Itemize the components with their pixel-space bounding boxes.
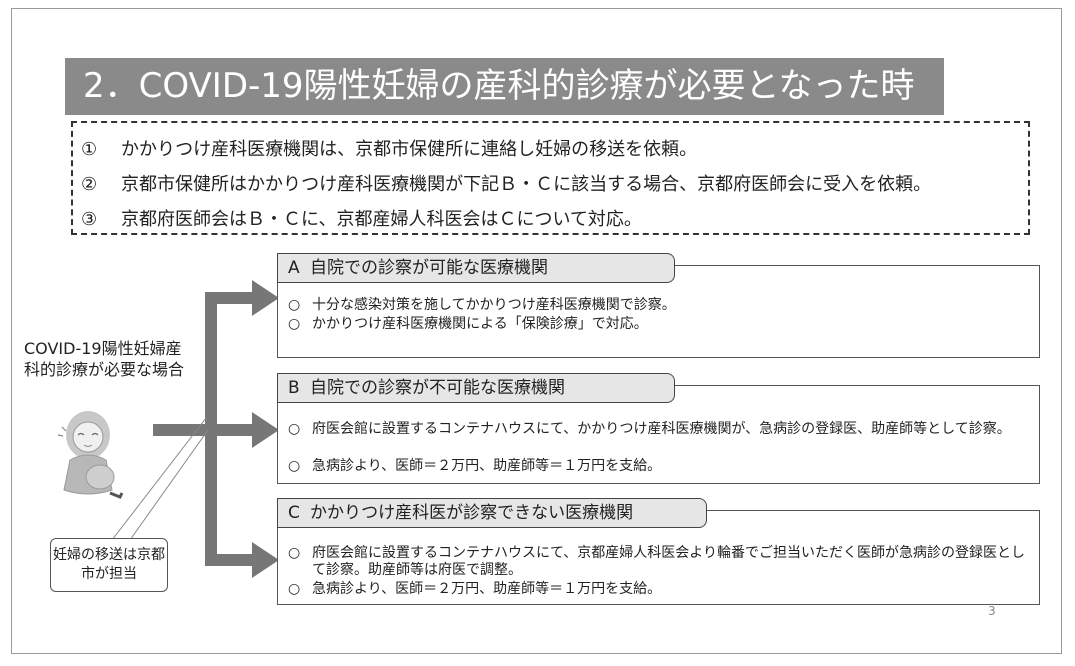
section-letter: B — [288, 378, 300, 398]
notes-box: ① かかりつけ産科医療機関は、京都市保健所に連絡し妊婦の移送を依頼。 ② 京都市保健… — [71, 121, 1030, 235]
item-text: 急病診より、医師＝２万円、助産師等＝１万円を支給。 — [312, 581, 662, 597]
list-item: ○ 急病診より、医師＝２万円、助産師等＝１万円を支給。 — [288, 458, 1033, 475]
list-item: ○ 府医会館に設置するコンテナハウスにて、京都産婦人科医会より輪番でご担当いただく… — [288, 545, 1033, 579]
list-item: ○ 急病診より、医師＝２万円、助産師等＝１万円を支給。 — [288, 581, 1033, 598]
bullet: ○ — [288, 581, 301, 597]
note-text: 京都市保健所はかかりつけ産科医療機関が下記Ｂ・Ｃに該当する場合、京都府医師会に受… — [121, 174, 932, 195]
bullet: ○ — [288, 297, 301, 313]
note-number: ③ — [81, 209, 98, 230]
note-text: かかりつけ産科医療機関は、京都市保健所に連絡し妊婦の移送を依頼。 — [121, 139, 698, 160]
item-text: かかりつけ産科医療機関による「保険診療」で対応。 — [312, 316, 648, 332]
item-text: 府医会館に設置するコンテナハウスにて、かかりつけ産科医療機関が、急病診の登録医、… — [312, 421, 1011, 437]
section-letter: C — [288, 503, 300, 523]
item-text: 急病診より、医師＝２万円、助産師等＝１万円を支給。 — [312, 458, 662, 474]
note-text: 京都府医師会はＢ・Ｃに、京都産婦人科医会はＣについて対応。 — [121, 209, 642, 230]
note-1: ① かかりつけ産科医療機関は、京都市保健所に連絡し妊婦の移送を依頼。 — [81, 135, 697, 161]
bullet: ○ — [288, 458, 301, 474]
page-number: 3 — [988, 604, 996, 618]
bullet: ○ — [288, 421, 301, 437]
left-label: COVID-19陽性妊婦産科的診療が必要な場合 — [24, 339, 185, 379]
list-item: ○ 府医会館に設置するコンテナハウスにて、かかりつけ産科医療機関が、急病診の登録医… — [288, 421, 1033, 438]
note-number: ① — [81, 139, 98, 160]
bullet: ○ — [288, 545, 301, 561]
list-item: ○ 十分な感染対策を施してかかりつけ産科医療機関で診察。 — [288, 297, 1028, 314]
section-title: 自院での診察が不可能な医療機関 — [310, 378, 565, 398]
section-letter: A — [288, 258, 300, 278]
section-title: 自院での診察が可能な医療機関 — [310, 258, 548, 278]
section-title: かかりつけ産科医が診察できない医療機関 — [310, 503, 634, 523]
item-text: 十分な感染対策を施してかかりつけ産科医療機関で診察。 — [312, 297, 676, 313]
bullet: ○ — [288, 316, 301, 332]
note-3: ③ 京都府医師会はＢ・Ｃに、京都産婦人科医会はＣについて対応。 — [81, 205, 642, 231]
slide-title: 2．COVID-19陽性妊婦の産科的診療が必要となった時 — [65, 58, 944, 115]
section-a-tab: A 自院での診察が可能な医療機関 — [277, 253, 675, 283]
note-2: ② 京都市保健所はかかりつけ産科医療機関が下記Ｂ・Ｃに該当する場合、京都府医師会に… — [81, 170, 931, 196]
pregnant-woman-illustration — [57, 411, 124, 499]
list-item: ○ かかりつけ産科医療機関による「保険診療」で対応。 — [288, 316, 1028, 333]
item-text: 府医会館に設置するコンテナハウスにて、京都産婦人科医会より輪番でご担当いただく医… — [312, 545, 1026, 578]
slide-frame — [11, 8, 1062, 654]
note-number: ② — [81, 174, 98, 195]
section-b-tab: B 自院での診察が不可能な医療機関 — [277, 373, 675, 403]
transport-callout: 妊婦の移送は京都市が担当 — [50, 538, 168, 592]
section-c-tab: C かかりつけ産科医が診察できない医療機関 — [277, 498, 707, 528]
